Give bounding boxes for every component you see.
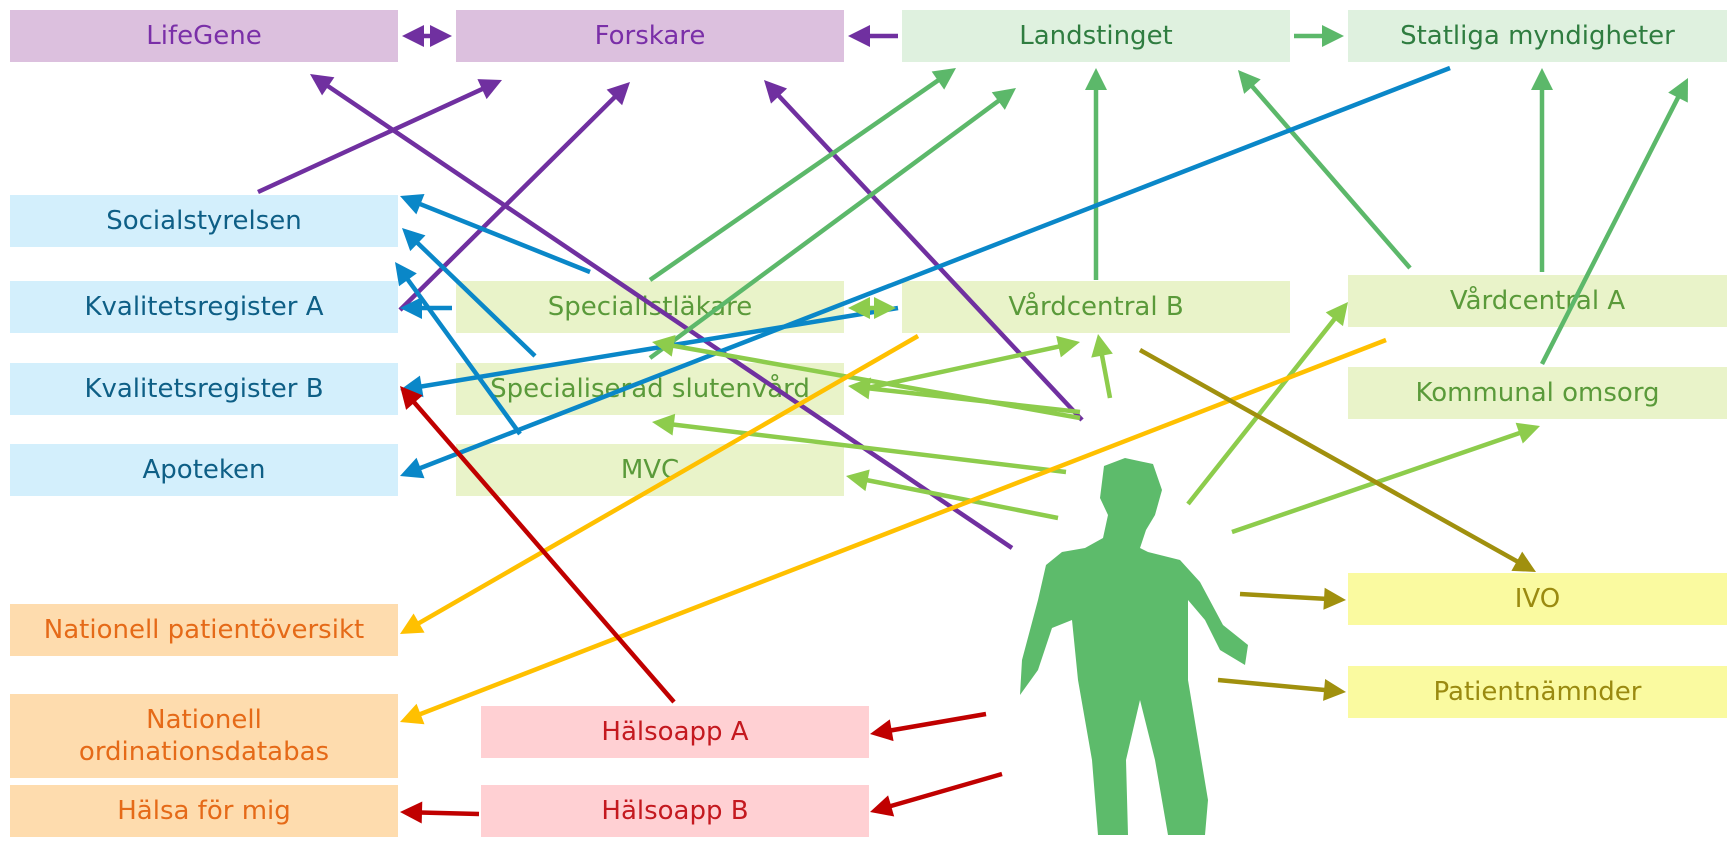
lifegene-label: LifeGene — [146, 21, 262, 51]
halsa-for-mig-label: Hälsa för mig — [117, 796, 291, 826]
statliga-box: Statliga myndigheter — [1348, 10, 1727, 62]
apoteken-label: Apoteken — [142, 455, 266, 485]
halsoapp-b-label: Hälsoapp B — [601, 796, 749, 826]
patientnamnder-box: Patientnämnder — [1348, 666, 1727, 718]
halsoapp-a-label: Hälsoapp A — [601, 717, 749, 747]
nationell-ordinationsdatabas-label-line1: Nationell — [146, 705, 262, 735]
kvalitetsregister-a-label: Kvalitetsregister A — [84, 292, 324, 322]
ivo-label: IVO — [1514, 584, 1561, 614]
halsoapp-b-box: Hälsoapp B — [481, 785, 869, 837]
forskare-label: Forskare — [594, 21, 706, 51]
nationell-ordinationsdatabas-box: Nationell ordinationsdatabas — [10, 694, 398, 778]
landstinget-box: Landstinget — [902, 10, 1290, 62]
lifegene-box: LifeGene — [10, 10, 398, 62]
nationell-patientoversikt-box: Nationell patientöversikt — [10, 604, 398, 656]
forskare-box: Forskare — [456, 10, 844, 62]
nationell-patientoversikt-label: Nationell patientöversikt — [43, 615, 365, 645]
halsa-for-mig-box: Hälsa för mig — [10, 785, 398, 837]
kvalitetsregister-b-label: Kvalitetsregister B — [84, 374, 324, 404]
statliga-label: Statliga myndigheter — [1400, 21, 1675, 51]
patientnamnder-label: Patientnämnder — [1433, 677, 1642, 707]
nationell-ordinationsdatabas-label-line2: ordinationsdatabas — [78, 737, 330, 767]
landstinget-label: Landstinget — [1019, 21, 1173, 51]
ivo-box: IVO — [1348, 573, 1727, 625]
socialstyrelsen-label: Socialstyrelsen — [106, 206, 302, 236]
